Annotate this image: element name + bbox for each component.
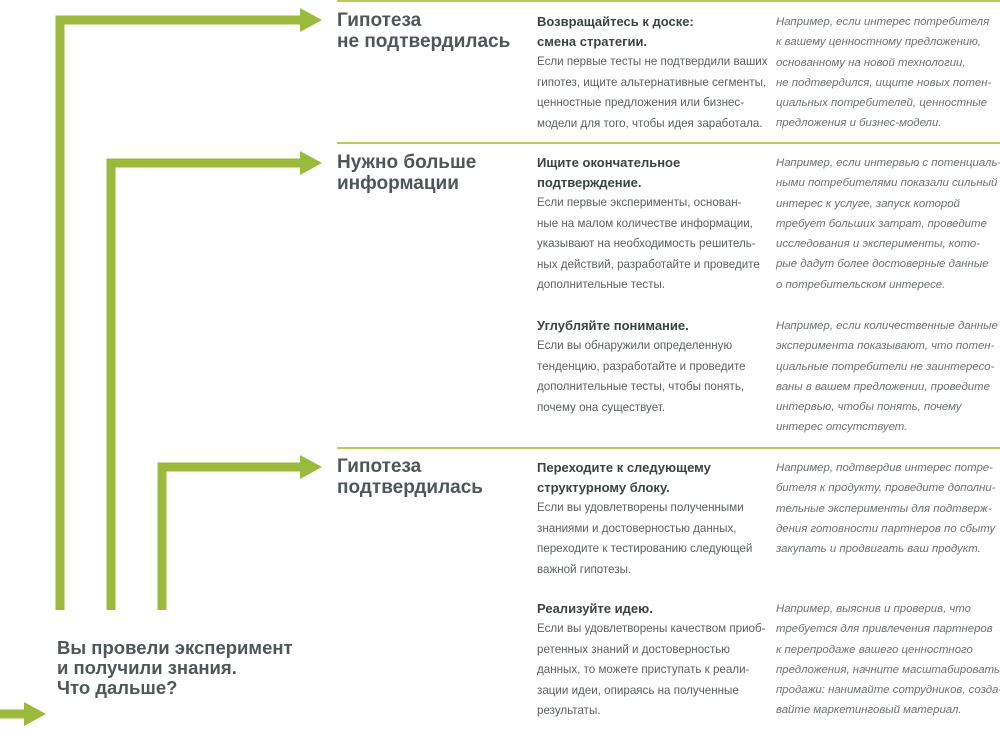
- advice-block: Ищите окончательное подтверждение. Если …: [537, 153, 767, 296]
- advice-title: Углубляйте понимание.: [537, 318, 689, 333]
- branch-heading-need-more-info: Нужно больше информации: [337, 152, 477, 194]
- advice-text: Если первые эксперименты, основан- ные н…: [537, 196, 760, 291]
- advice-block: Углубляйте понимание. Если вы обнаружили…: [537, 316, 767, 418]
- central-question: Вы провели эксперимент и получили знания…: [57, 637, 293, 698]
- advice-text: Если вы удовлетворены качеством приоб- р…: [537, 622, 766, 717]
- rule-branch-3: [337, 447, 1000, 449]
- branch-heading-confirmed: Гипотеза подтвердилась: [337, 456, 483, 498]
- example-text: Например, подтвердив интерес потре- бите…: [776, 462, 996, 556]
- arrow-to-hypothesis-not-confirmed: [55, 15, 305, 610]
- arrowhead-icon: [300, 455, 322, 479]
- arrowhead-icon: [300, 8, 322, 32]
- advice-block: Реализуйте идею. Если вы удовлетворены к…: [537, 599, 767, 722]
- arrow-to-hypothesis-confirmed: [157, 462, 305, 610]
- advice-text: Если первые тесты не подтвердили ваших г…: [537, 55, 768, 130]
- advice-title: Переходите к следующему структурному бло…: [537, 460, 711, 495]
- arrow-to-need-more-info: [106, 158, 305, 610]
- advice-text: Если вы удовлетворены полученными знания…: [537, 501, 753, 576]
- advice-title: Реализуйте идею.: [537, 601, 653, 616]
- branch-heading-not-confirmed: Гипотеза не подтвердилась: [337, 10, 511, 52]
- advice-title: Возвращайтесь к доске: смена стратегии.: [537, 14, 694, 49]
- example-text: Например, если количественные данные экс…: [776, 320, 998, 434]
- rule-branch-2: [337, 142, 1000, 144]
- advice-block: Переходите к следующему структурному бло…: [537, 458, 767, 580]
- advice-title: Ищите окончательное подтверждение.: [537, 155, 681, 190]
- advice-text: Если вы обнаружили определенную тенденци…: [537, 339, 746, 414]
- example-text: Например, выяснив и проверив, что требуе…: [776, 603, 1000, 717]
- example-text: Например, если интервью с потенциаль- ны…: [776, 157, 1000, 291]
- arrowhead-icon: [24, 702, 46, 726]
- example-text: Например, если интерес потребителя к ваш…: [776, 16, 992, 130]
- rule-top: [337, 0, 1000, 2]
- advice-block: Возвращайтесь к доске: смена стратегии. …: [537, 12, 768, 134]
- arrowhead-icon: [300, 151, 322, 175]
